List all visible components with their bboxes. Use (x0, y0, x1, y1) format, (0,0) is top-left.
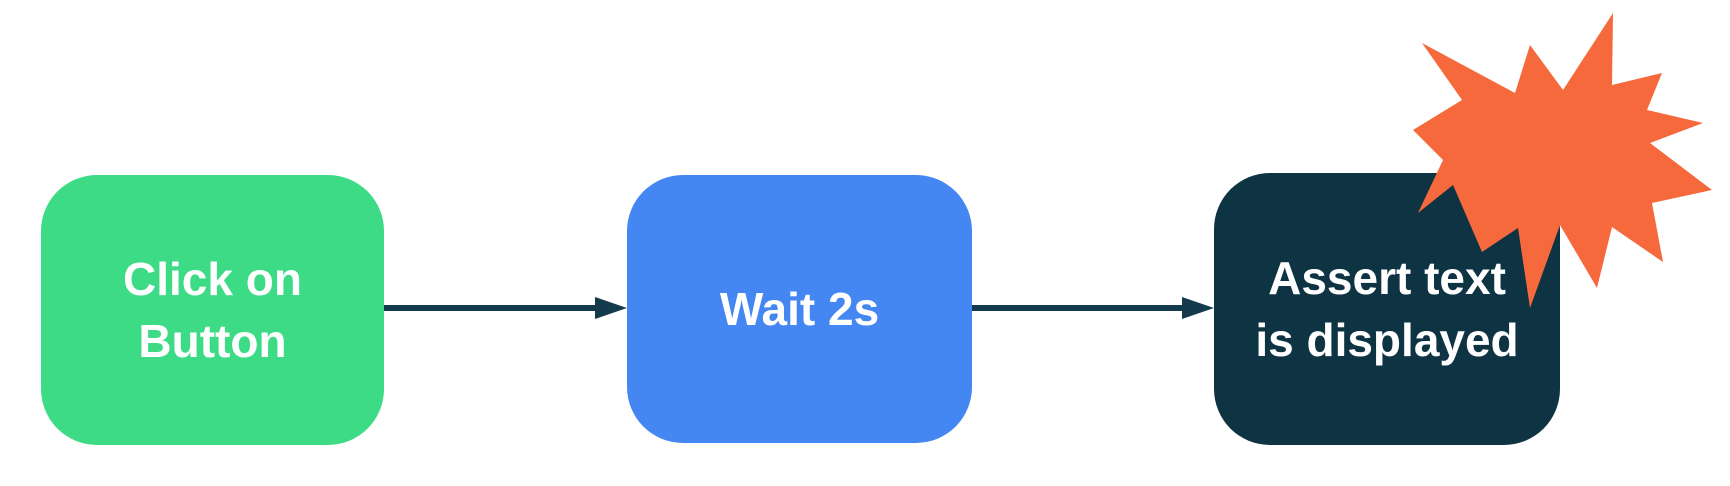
node-label-line: Assert text (1268, 252, 1506, 304)
connector-arrow-1 (384, 297, 627, 319)
flow-node-wait-2s: Wait 2s (627, 175, 972, 443)
node-label-line: Button (138, 315, 287, 367)
arrow-head (1182, 297, 1214, 319)
starburst-icon (1413, 13, 1712, 308)
flow-node-click-on-button: Click on Button (41, 175, 384, 445)
node-label-line: Click on (123, 253, 302, 305)
arrow-head (595, 297, 627, 319)
node-label-line: is displayed (1255, 314, 1519, 366)
node-label: Assert text is displayed (1255, 247, 1518, 371)
starburst-shape (1413, 13, 1712, 308)
connector-arrow-2 (972, 297, 1214, 319)
node-label-line: Wait 2s (719, 283, 880, 335)
node-label: Click on Button (123, 248, 302, 372)
node-label: Wait 2s (720, 278, 879, 340)
